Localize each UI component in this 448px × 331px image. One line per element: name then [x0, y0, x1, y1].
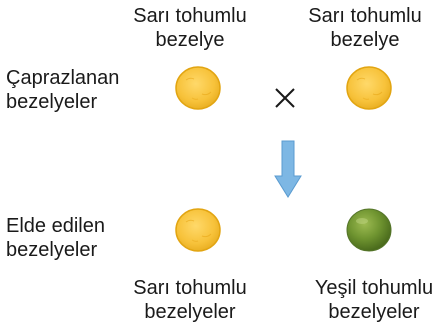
offspring-green-label: Yeşil tohumlu bezelyeler: [314, 277, 434, 323]
parent2-label: Sarı tohumlu bezelye: [308, 5, 422, 51]
yellow-pea-parent2-icon: [346, 66, 392, 110]
cross-multiplication-icon: [275, 88, 295, 108]
yellow-pea-parent1-icon: [175, 66, 221, 110]
offspring-yellow-label: Sarı tohumlu bezelyeler: [133, 277, 247, 323]
offspring-peas-label: Elde edilen bezelyeler: [6, 215, 105, 261]
crossed-peas-label: Çaprazlanan bezelyeler: [6, 67, 120, 113]
arrow-down-icon: [274, 140, 302, 198]
green-pea-offspring-icon: [346, 208, 392, 252]
parent1-label: Sarı tohumlu bezelye: [133, 5, 247, 51]
yellow-pea-offspring-icon: [175, 208, 221, 252]
